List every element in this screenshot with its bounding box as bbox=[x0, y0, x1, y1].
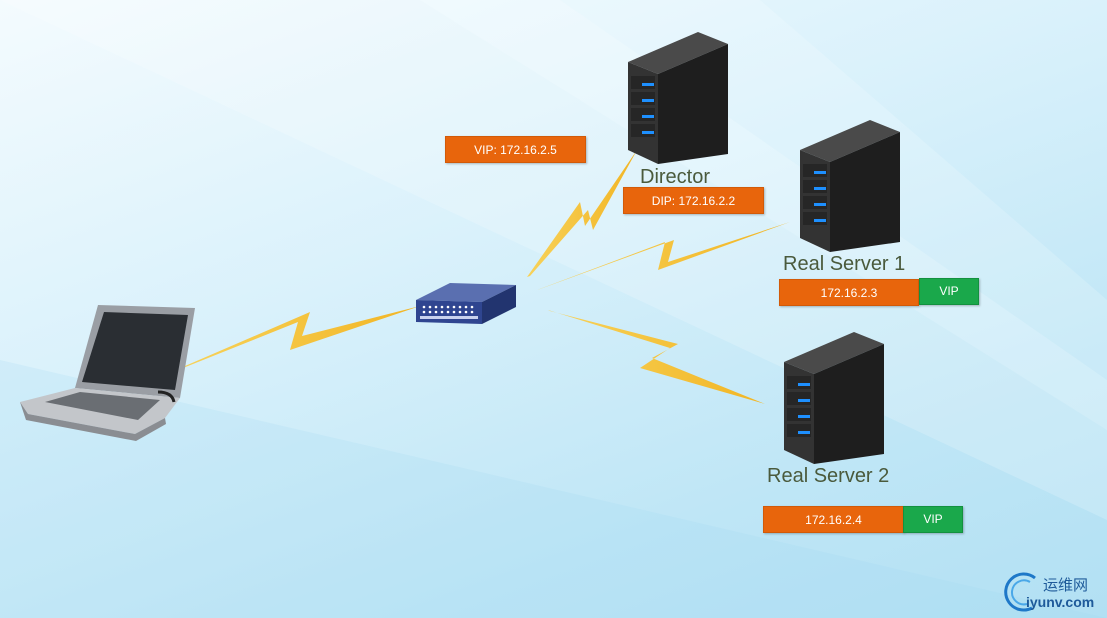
director-dip-box: DIP: 172.16.2.2 bbox=[623, 187, 764, 214]
director-vip-text: VIP: 172.16.2.5 bbox=[474, 143, 557, 157]
director-dip-text: DIP: 172.16.2.2 bbox=[651, 194, 736, 208]
real-server-2-vip-box: VIP bbox=[903, 506, 963, 533]
real-server-2-rip-text: 172.16.2.4 bbox=[805, 513, 862, 527]
watermark-logo-icon bbox=[1004, 572, 1036, 612]
watermark-en: iyunv.com bbox=[1026, 594, 1095, 610]
real-server-1-label: Real Server 1 bbox=[783, 253, 906, 275]
director-vip-box: VIP: 172.16.2.5 bbox=[445, 136, 586, 163]
lightning-link-switch-rs2 bbox=[548, 310, 765, 404]
lightning-link-switch-director bbox=[527, 150, 637, 277]
real-server-1-vip-text: VIP bbox=[939, 284, 959, 298]
switch-icon bbox=[416, 283, 516, 324]
real-server-1-vip-box: VIP bbox=[919, 278, 979, 305]
real-server-1-rip-box: 172.16.2.3 bbox=[779, 279, 919, 306]
lightning-link-laptop-switch bbox=[183, 306, 420, 368]
director-label: Director bbox=[640, 166, 711, 188]
lightning-link-switch-rs1 bbox=[537, 222, 790, 290]
real-server-2-rip-box: 172.16.2.4 bbox=[763, 506, 904, 533]
laptop-icon bbox=[20, 305, 195, 441]
real-server-1-rip-text: 172.16.2.3 bbox=[820, 286, 878, 300]
watermark-cn: 运维网 bbox=[1043, 576, 1089, 594]
real-server-2-vip-text: VIP bbox=[923, 512, 943, 526]
real-server-2-label: Real Server 2 bbox=[767, 465, 890, 487]
